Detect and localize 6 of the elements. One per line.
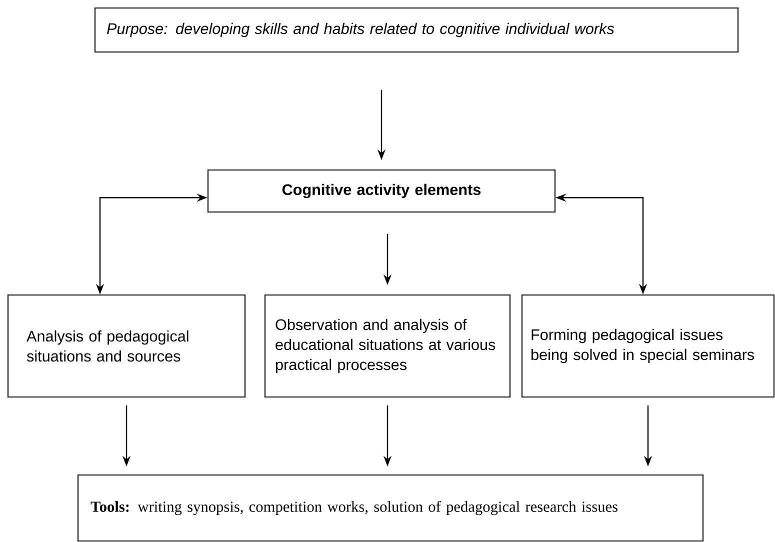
element-box: Analysis of pedagogical situations and sources [7, 294, 246, 398]
tools-box: Tools: writing synopsis, competition works, solution of pedagogical research issues [77, 474, 704, 542]
heading-box: Cognitive activity elements [207, 169, 556, 213]
element-box: Observation and analysis of educational situations at various practical processes [264, 294, 511, 398]
element-box: Forming pedagogical issues being solved in special seminars [521, 294, 775, 398]
purpose-box: Purpose: developing skills and habits related to cognitive individual works [94, 7, 739, 53]
